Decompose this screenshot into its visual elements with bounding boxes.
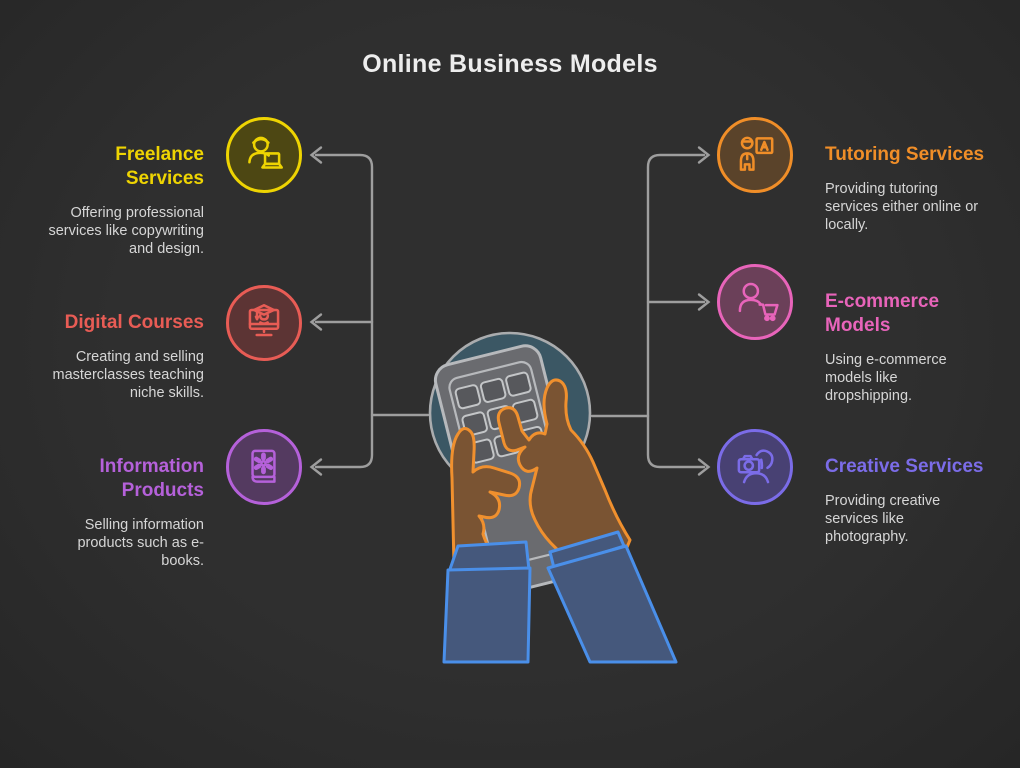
freelancer-with-laptop-icon: [226, 117, 302, 193]
center-circle: [428, 331, 592, 495]
node-tutoring-services: Tutoring Services Providing tutoring ser…: [717, 117, 1001, 234]
photographer-camera-icon: [717, 429, 793, 505]
node-digital-courses: Digital Courses Creating and selling mas…: [28, 285, 302, 402]
node-description: Providing creative services like photogr…: [825, 493, 941, 545]
arrowhead-left-top: [309, 146, 323, 164]
arrowhead-left-bottom: [309, 458, 323, 476]
node-title: Tutoring Services: [825, 144, 985, 165]
node-description: Using e-commerce models like dropshippin…: [825, 352, 947, 404]
left-sleeve-cuff: [447, 540, 531, 574]
online-course-monitor-icon: [226, 285, 302, 361]
connector-right-trunk: [646, 153, 706, 469]
book-with-flower-icon: [226, 429, 302, 505]
right-hand: [496, 378, 632, 566]
arrowhead-right-top: [697, 146, 711, 164]
node-information-products: Information Products Selling information…: [28, 429, 302, 570]
node-description: Offering professional services like copy…: [48, 205, 204, 257]
node-title: Creative Services: [825, 456, 984, 477]
node-description: Creating and selling masterclasses teach…: [52, 349, 204, 401]
teacher-with-board-icon: [717, 117, 793, 193]
calculator-keys: [454, 371, 546, 464]
node-title: Information Products: [99, 456, 205, 501]
node-title: Digital Courses: [64, 312, 204, 333]
page-title: Online Business Models: [362, 50, 658, 78]
left-sleeve: [442, 566, 532, 664]
right-sleeve: [546, 544, 678, 664]
node-description: Selling information products such as e- …: [77, 517, 204, 569]
right-sleeve-cuff: [548, 530, 626, 570]
calculator: [433, 344, 593, 596]
left-hand: [450, 427, 522, 568]
arrowhead-right-bottom: [697, 458, 711, 476]
node-creative-services: Creative Services Providing creative ser…: [717, 429, 1001, 546]
node-title: E-commerce Models: [825, 291, 940, 336]
central-illustration: [428, 331, 678, 664]
node-freelance-services: Freelance Services Offering professional…: [28, 117, 302, 258]
arrowhead-right-middle: [697, 293, 711, 311]
connector-left-trunk: [314, 153, 374, 469]
shopper-with-cart-icon: [717, 264, 793, 340]
node-ecommerce-models: E-commerce Models Using e-commerce model…: [717, 264, 1001, 405]
node-title: Freelance Services: [115, 144, 204, 189]
node-description: Providing tutoring services either onlin…: [825, 181, 979, 233]
arrowhead-left-middle: [309, 313, 323, 331]
